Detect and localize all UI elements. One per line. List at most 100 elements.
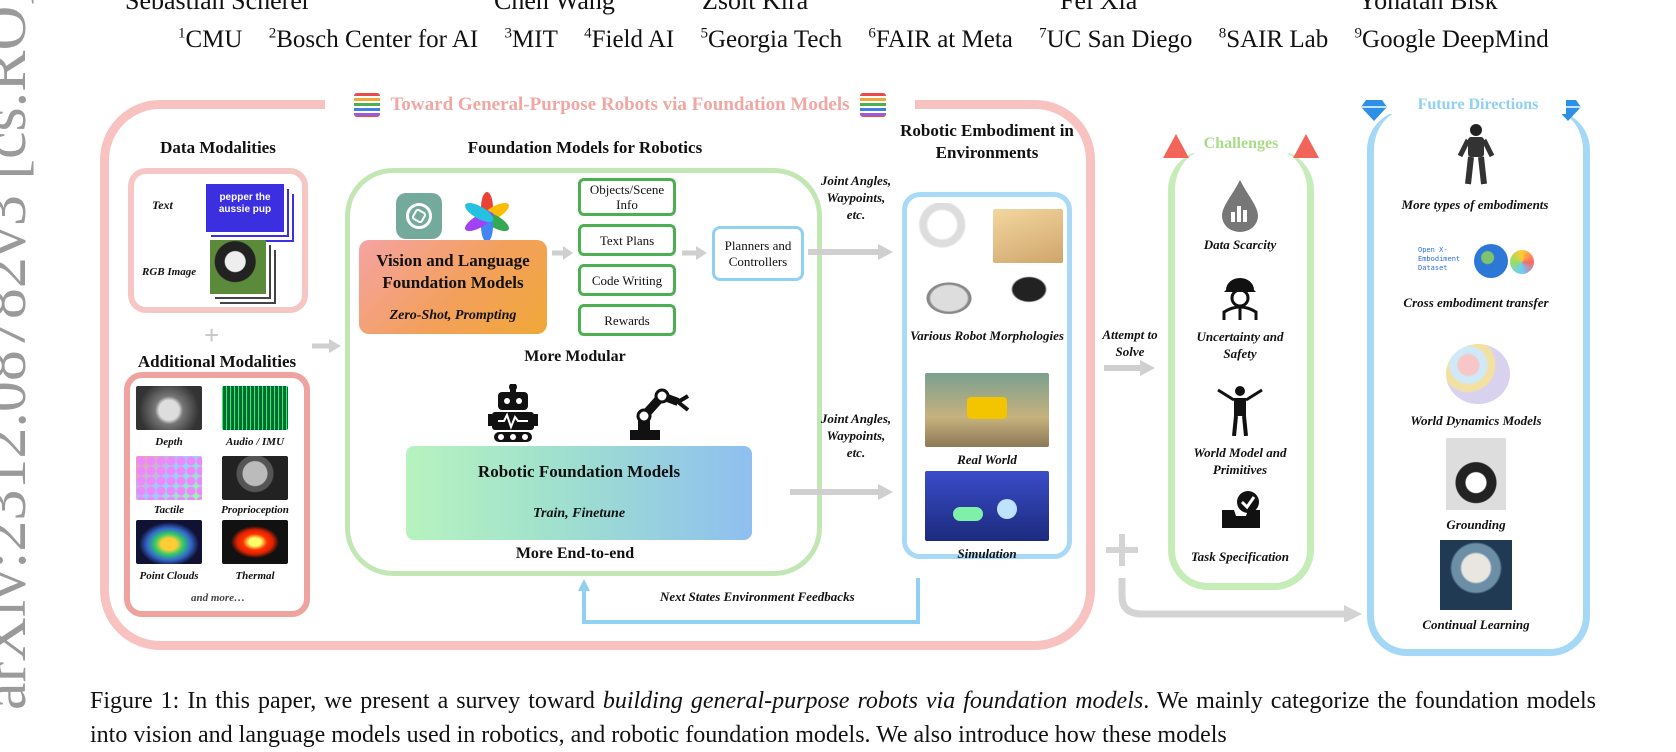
future-label: Grounding bbox=[1446, 517, 1506, 532]
tactile-thumb bbox=[136, 456, 202, 500]
author-name: Yonatan Bisk bbox=[1358, 0, 1498, 15]
warning-triangle-icon bbox=[1163, 134, 1189, 158]
car-thumb bbox=[913, 273, 985, 315]
data-modalities-title: Data Modalities bbox=[160, 138, 276, 157]
caption-prefix: Figure 1: In this paper, we present a su… bbox=[90, 688, 603, 714]
foundation-models-frame bbox=[345, 168, 822, 576]
tabletop-robot-thumb bbox=[993, 209, 1063, 263]
simulation-label: Simulation bbox=[957, 546, 1017, 561]
plus-icon bbox=[1106, 534, 1138, 566]
output-rewards: Rewards bbox=[578, 304, 676, 336]
real-world-label: Real World bbox=[957, 452, 1017, 467]
arxiv-stamp: arXiv:2312.08782v3 [cs.RO] 1 Oct 2024 bbox=[0, 0, 39, 710]
rfm-title: Robotic Foundation Models bbox=[477, 462, 681, 481]
figure-title: Toward General-Purpose Robots via Founda… bbox=[390, 94, 850, 115]
thermal-thumb bbox=[222, 520, 288, 564]
figure-caption: Figure 1: In this paper, we present a su… bbox=[90, 684, 1596, 752]
humanoid-icon bbox=[1217, 386, 1263, 436]
author-name: Sebastian Scherer bbox=[125, 0, 311, 15]
vlm-title: Vision and Language Foundation Models bbox=[376, 251, 530, 292]
more-end-to-end-label: More End-to-end bbox=[515, 545, 635, 562]
affiliation: 1CMU bbox=[178, 25, 243, 53]
future-label: More types of embodiments bbox=[1401, 197, 1549, 212]
modality-label: Thermal bbox=[235, 570, 275, 582]
diamond-icon bbox=[1361, 100, 1387, 121]
affiliation: 3MIT bbox=[504, 25, 558, 53]
affiliation: 5Georgia Tech bbox=[700, 25, 843, 53]
output-text-plans: Text Plans bbox=[578, 224, 676, 256]
author-name: Zsolt Kira bbox=[702, 0, 809, 15]
arrow-to-planners bbox=[682, 246, 707, 260]
more-modular-label: More Modular bbox=[524, 348, 626, 365]
world-model-thumb bbox=[1446, 344, 1510, 404]
safety-worker-icon bbox=[1222, 278, 1258, 320]
challenge-label: Task Specification bbox=[1190, 549, 1290, 564]
author-line: Sebastian Scherer Chen Wang Zsolt Kira F… bbox=[0, 0, 1676, 16]
real-world-thumb bbox=[925, 373, 1049, 447]
author-name: Fei Xia bbox=[1060, 0, 1138, 15]
modality-label: Proprioception bbox=[221, 504, 289, 516]
audio-thumb bbox=[222, 386, 288, 430]
main-title-bar: Toward General-Purpose Robots via Founda… bbox=[325, 90, 915, 120]
rgb-label: RGB Image bbox=[142, 266, 197, 278]
arrow-to-embodiment-bottom bbox=[790, 484, 893, 500]
plus-icon: + bbox=[204, 320, 220, 350]
embodiment-box: Various Robot Morphologies Real World Si… bbox=[902, 192, 1072, 561]
books-icon bbox=[859, 93, 886, 117]
future-label: Continual Learning bbox=[1422, 617, 1530, 632]
future-label: World Dynamics Models bbox=[1410, 413, 1542, 428]
continual-learning-thumb bbox=[1440, 540, 1512, 610]
modality-label: Tactile bbox=[153, 504, 185, 516]
rfm-subtitle: Train, Finetune bbox=[532, 506, 626, 521]
caption-emphasis: building general-purpose robots via foun… bbox=[602, 688, 1144, 714]
robot-arm-icon bbox=[630, 388, 690, 440]
planners-controllers-box: Planners and Controllers bbox=[712, 226, 804, 281]
quadruped-thumb bbox=[991, 271, 1067, 317]
humanoid-robot-icon bbox=[1457, 124, 1495, 185]
affiliation: 4Field AI bbox=[584, 25, 675, 53]
attempt-to-solve-label: Attempt to Solve bbox=[1102, 327, 1158, 359]
dog-photo bbox=[210, 240, 266, 294]
future-label: Cross embodiment transfer bbox=[1403, 295, 1549, 310]
task-check-icon bbox=[1222, 491, 1260, 528]
foundation-models-title: Foundation Models for Robotics bbox=[467, 138, 703, 157]
challenge-label: World Model and Primitives bbox=[1193, 445, 1287, 477]
modality-label: Audio / IMU bbox=[225, 436, 285, 448]
affiliation: 6FAIR at Meta bbox=[868, 25, 1013, 53]
feedback-label: Next States Environment Feedbacks bbox=[660, 589, 855, 604]
text-card-content: pepper the aussie pup bbox=[218, 192, 272, 215]
arrow-into-models bbox=[312, 339, 341, 353]
books-icon bbox=[354, 93, 381, 117]
depth-thumb bbox=[136, 386, 202, 430]
grounding-thumb bbox=[1446, 438, 1506, 510]
future-directions-title: Future Directions bbox=[1390, 96, 1566, 114]
joint-angles-label-top: Joint Angles, Waypoints, etc. bbox=[820, 173, 892, 222]
affiliation: 8SAIR Lab bbox=[1218, 25, 1329, 53]
data-modalities-box bbox=[128, 168, 308, 313]
affiliations: 1CMU 2Bosch Center for AI 3MIT 4Field AI… bbox=[178, 26, 1569, 54]
robotic-foundation-models-box: Robotic Foundation Models Train, Finetun… bbox=[406, 446, 752, 540]
openai-icon bbox=[396, 193, 442, 239]
proprioception-thumb bbox=[222, 456, 288, 500]
challenge-label: Data Scarcity bbox=[1203, 237, 1277, 252]
morphologies-label: Various Robot Morphologies bbox=[910, 328, 1064, 343]
output-code-writing: Code Writing bbox=[578, 264, 676, 296]
modality-label: Point Clouds bbox=[139, 570, 199, 582]
challenges-title: Challenges bbox=[1190, 135, 1292, 153]
arrow-attempt bbox=[1104, 360, 1155, 376]
modality-label: Depth bbox=[155, 436, 183, 448]
more-label: and more… bbox=[190, 592, 246, 604]
oxe-dataset-label: Open X-Embodiment Dataset bbox=[1418, 246, 1461, 272]
vision-language-models-box: Vision and Language Foundation Models Ze… bbox=[359, 240, 547, 334]
additional-modalities-box: Depth Audio / IMU Tactile Proprioception… bbox=[124, 372, 310, 617]
water-drop-icon bbox=[1222, 180, 1258, 232]
simulation-thumb bbox=[925, 471, 1049, 541]
arrow-to-embodiment-top bbox=[808, 244, 893, 260]
arrow-to-future bbox=[1118, 578, 1362, 622]
joint-angles-label-bottom: Joint Angles, Waypoints, etc. bbox=[820, 411, 892, 460]
challenge-label: Uncertainty and Safety bbox=[1196, 329, 1284, 361]
arrow-vlm-outputs bbox=[552, 246, 573, 260]
affiliation: 9Google DeepMind bbox=[1354, 25, 1549, 53]
output-objects-scene: Objects/Scene Info bbox=[578, 178, 676, 216]
embodiment-title: Robotic Embodiment in Environments bbox=[900, 121, 1074, 162]
